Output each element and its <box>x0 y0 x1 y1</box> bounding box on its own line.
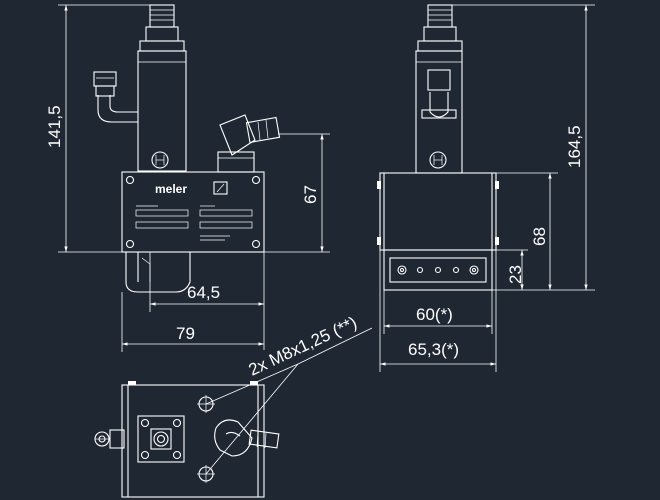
dim-64-5: 64,5 <box>187 283 220 302</box>
dim-79: 79 <box>176 324 195 343</box>
dim-68: 68 <box>530 227 549 246</box>
callout-text: 2x M8x1,25 (**) <box>246 313 360 380</box>
dim-164-5: 164,5 <box>565 125 584 168</box>
dim-60: 60(*) <box>416 305 453 324</box>
side-dimensions: 164,5 68 23 60(*) 65,3(*) <box>379 4 595 372</box>
callout-m8: 2x M8x1,25 (**) <box>205 313 373 475</box>
dim-67: 67 <box>301 185 320 204</box>
front-dimensions: 141,5 67 64,5 79 <box>45 4 330 352</box>
dim-65-3: 65,3(*) <box>408 340 459 359</box>
front-view: meler <box>93 4 281 293</box>
side-view <box>377 4 499 291</box>
plate-logo: meler <box>155 182 187 196</box>
top-view <box>94 381 280 498</box>
dim-141-5: 141,5 <box>45 105 64 148</box>
dim-23: 23 <box>506 265 525 284</box>
